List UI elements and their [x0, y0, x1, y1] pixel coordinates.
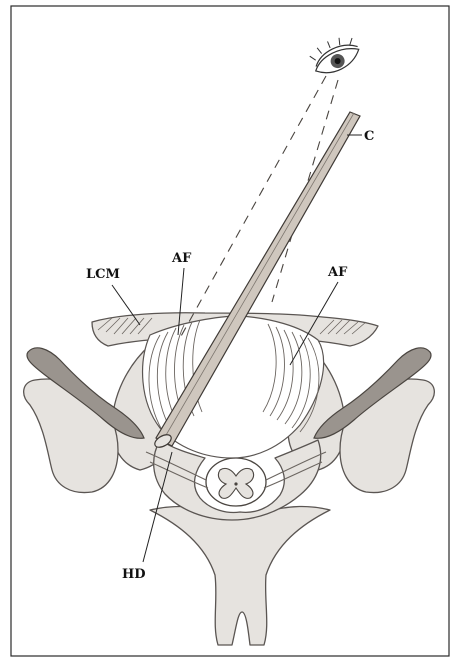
eye-icon	[307, 32, 363, 79]
left-transverse-process	[24, 379, 118, 492]
right-transverse-process	[340, 379, 434, 492]
line-of-sight	[180, 76, 338, 338]
label-cannula: C	[364, 129, 374, 144]
central-canal	[234, 482, 237, 485]
label-annulus-left: AF	[171, 251, 192, 266]
spinous-process	[150, 506, 330, 645]
label-annulus-right: AF	[327, 265, 348, 280]
spinal-cord	[206, 458, 266, 506]
label-ligament: LCM	[86, 267, 120, 282]
label-herniated-disc: HD	[122, 567, 146, 582]
